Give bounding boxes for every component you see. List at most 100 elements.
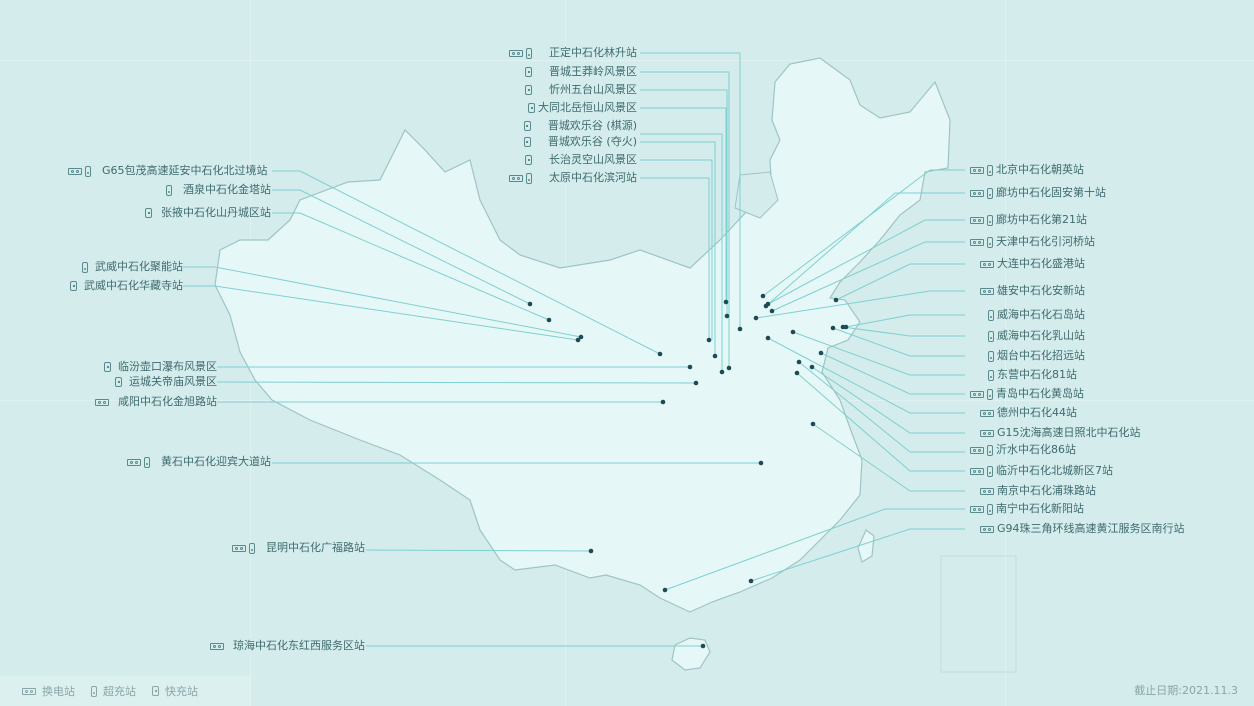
battery-swap-station-icon — [980, 260, 994, 268]
station-label[interactable]: 酒泉中石化金塔站 — [166, 183, 271, 197]
legend-item-fast: 快充站 — [152, 683, 198, 699]
station-label[interactable]: 晋城欢乐谷 (棋源) — [523, 119, 637, 133]
station-dots — [527, 293, 849, 649]
station-label[interactable]: 正定中石化林升站 — [509, 46, 637, 60]
battery-swap-station-icon — [980, 287, 994, 295]
fast-charger-icon — [525, 155, 532, 165]
mongolia-gap — [734, 171, 779, 219]
battery-swap-station-icon — [980, 409, 994, 417]
battery-swap-station-icon — [970, 505, 984, 513]
super-charger-icon — [526, 47, 532, 59]
hainan-island — [671, 637, 711, 671]
fast-charger-icon — [525, 67, 532, 77]
station-label[interactable]: 张掖中石化山丹城区站 — [145, 206, 271, 220]
station-label[interactable]: 南宁中石化新阳站 — [970, 502, 1084, 516]
battery-swap-station-icon — [95, 398, 109, 406]
station-label[interactable]: 临沂中石化北城新区7站 — [970, 464, 1113, 478]
taiwan-island — [857, 529, 875, 563]
station-label[interactable]: 北京中石化朝英站 — [970, 163, 1084, 177]
station-label[interactable]: 琼海中石化东红西服务区站 — [210, 639, 365, 653]
super-charger-icon — [987, 214, 993, 226]
super-charger-icon — [82, 261, 88, 273]
station-label[interactable]: 晋城欢乐谷 (夺火) — [523, 135, 637, 149]
battery-swap-station-icon — [970, 238, 984, 246]
battery-swap-station-icon — [970, 166, 984, 174]
south-china-sea-inset — [940, 555, 1017, 673]
fast-charger-icon — [523, 121, 531, 131]
map-legend: 换电站 超充站 快充站 — [0, 676, 250, 706]
station-label[interactable]: 烟台中石化招远站 — [988, 349, 1085, 363]
station-label[interactable]: 东营中石化81站 — [988, 368, 1077, 382]
station-label[interactable]: 长治灵空山风景区 — [525, 153, 637, 167]
super-charger-icon — [988, 350, 994, 362]
station-label[interactable]: 威海中石化乳山站 — [988, 329, 1085, 343]
super-charger-icon — [987, 388, 993, 400]
station-label[interactable]: G65包茂高速延安中石化北过境站 — [68, 164, 268, 178]
legend-item-swap: 换电站 — [22, 683, 75, 699]
station-label[interactable]: 运城关帝庙风景区 — [115, 375, 217, 389]
battery-swap-station-icon — [970, 467, 984, 475]
station-label[interactable]: G15沈海高速日照北中石化站 — [980, 426, 1141, 440]
battery-swap-station-icon — [970, 189, 984, 197]
station-label[interactable]: 廊坊中石化固安第十站 — [970, 186, 1106, 200]
super-charger-icon — [91, 685, 97, 697]
legend-item-super: 超充站 — [91, 683, 136, 699]
grid-line — [1005, 0, 1006, 706]
station-label[interactable]: 临汾壶口瀑布风景区 — [104, 360, 217, 374]
battery-swap-station-icon — [980, 525, 994, 533]
station-label[interactable]: 德州中石化44站 — [980, 406, 1077, 420]
super-charger-icon — [987, 444, 993, 456]
super-charger-icon — [988, 369, 994, 381]
station-label[interactable]: 武威中石化聚能站 — [82, 260, 183, 274]
station-label[interactable]: 昆明中石化广福路站 — [232, 541, 365, 555]
battery-swap-station-icon — [970, 446, 984, 454]
battery-swap-station-icon — [980, 429, 994, 437]
station-label[interactable]: 雄安中石化安新站 — [980, 284, 1085, 298]
station-label[interactable]: 晋城王莽岭风景区 — [525, 65, 637, 79]
fast-charger-icon — [528, 103, 535, 113]
battery-swap-station-icon — [232, 544, 246, 552]
super-charger-icon — [144, 456, 150, 468]
battery-swap-station-icon — [509, 174, 523, 182]
station-label[interactable]: 大同北岳恒山风景区 — [528, 101, 637, 115]
super-charger-icon — [85, 165, 91, 177]
fast-charger-icon — [525, 85, 532, 95]
super-charger-icon — [988, 330, 994, 342]
station-label[interactable]: 南京中石化浦珠路站 — [980, 484, 1096, 498]
station-label[interactable]: 天津中石化引河桥站 — [970, 235, 1095, 249]
fast-charger-icon — [70, 281, 77, 291]
station-label[interactable]: 咸阳中石化金旭路站 — [95, 395, 217, 409]
cutoff-date: 截止日期:2021.11.3 — [1134, 684, 1238, 697]
station-label[interactable]: 青岛中石化黄岛站 — [970, 387, 1084, 401]
station-label[interactable]: G94珠三角环线高速黄江服务区南行站 — [980, 522, 1185, 536]
super-charger-icon — [249, 542, 255, 554]
grid-line — [0, 60, 1254, 61]
fast-charger-icon — [115, 377, 122, 387]
station-label[interactable]: 大连中石化盛港站 — [980, 257, 1085, 271]
fast-charger-icon — [104, 362, 111, 372]
battery-swap-station-icon — [127, 458, 141, 466]
battery-swap-station-icon — [509, 49, 523, 57]
super-charger-icon — [526, 172, 532, 184]
station-label[interactable]: 武威中石化华藏寺站 — [70, 279, 183, 293]
station-label[interactable]: 忻州五台山风景区 — [525, 83, 637, 97]
super-charger-icon — [988, 309, 994, 321]
battery-swap-station-icon — [980, 487, 994, 495]
station-label[interactable]: 威海中石化石岛站 — [988, 308, 1085, 322]
leader-lines — [183, 52, 965, 647]
battery-swap-station-icon — [970, 216, 984, 224]
super-charger-icon — [987, 236, 993, 248]
station-label[interactable]: 太原中石化滨河站 — [509, 171, 637, 185]
station-label[interactable]: 沂水中石化86站 — [970, 443, 1076, 457]
battery-swap-station-icon — [970, 390, 984, 398]
station-label[interactable]: 廊坊中石化第21站 — [970, 213, 1087, 227]
fast-charger-icon — [145, 208, 152, 218]
super-charger-icon — [987, 503, 993, 515]
station-label[interactable]: 黄石中石化迎宾大道站 — [127, 455, 271, 469]
battery-swap-station-icon — [68, 167, 82, 175]
super-charger-icon — [987, 164, 993, 176]
super-charger-icon — [987, 465, 993, 477]
battery-swap-station-icon — [210, 642, 224, 650]
super-charger-icon — [987, 187, 993, 199]
